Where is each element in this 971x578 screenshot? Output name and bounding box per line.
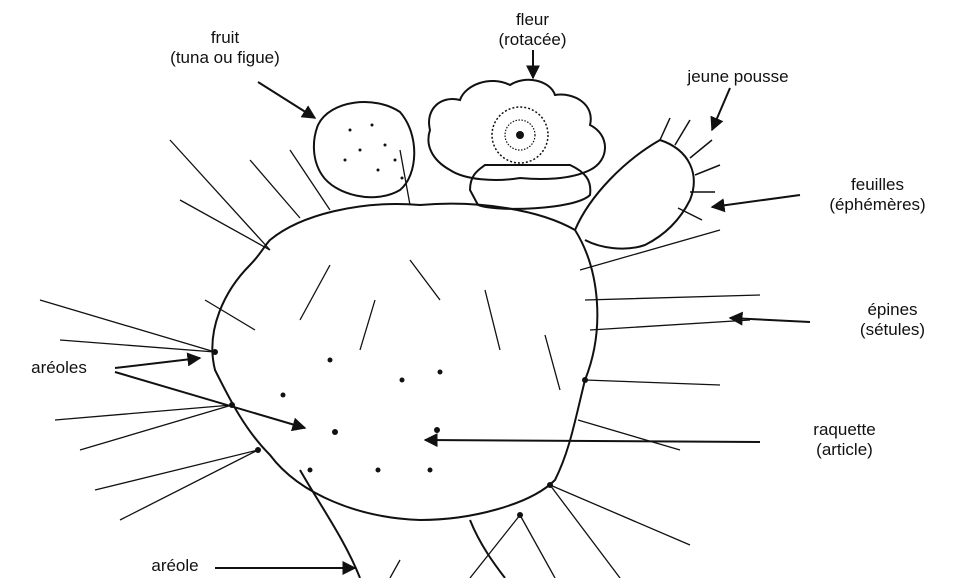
label-areole: aréole	[135, 556, 215, 576]
label-jeune-pousse-line1: jeune pousse	[638, 67, 838, 87]
arrow-areoles-1	[115, 358, 200, 368]
label-raquette: raquette (article)	[762, 420, 927, 460]
young-shoot-shape	[575, 118, 720, 249]
pad-outline	[212, 204, 597, 520]
label-feuilles-line2: (éphémères)	[790, 195, 965, 215]
label-areoles-line1: aréoles	[4, 358, 114, 378]
areole-dots	[212, 349, 588, 518]
label-raquette-line1: raquette	[762, 420, 927, 440]
label-fleur-line1: fleur	[470, 10, 595, 30]
label-feuilles-line1: feuilles	[790, 175, 965, 195]
flower-shape	[428, 80, 605, 209]
arrow-fruit	[258, 82, 315, 118]
label-fleur: fleur (rotacée)	[470, 10, 595, 50]
label-epines-line2: (sétules)	[820, 320, 965, 340]
label-areoles: aréoles	[4, 358, 114, 378]
label-epines-line1: épines	[820, 300, 965, 320]
lower-pad-outline	[300, 470, 505, 578]
label-areole-line1: aréole	[135, 556, 215, 576]
arrow-jeune-pousse	[712, 88, 730, 130]
label-fruit: fruit (tuna ou figue)	[125, 28, 325, 68]
label-fruit-line1: fruit	[125, 28, 325, 48]
arrow-feuilles	[712, 195, 800, 207]
arrow-raquette	[425, 440, 760, 442]
label-feuilles: feuilles (éphémères)	[790, 175, 965, 215]
label-raquette-line2: (article)	[762, 440, 927, 460]
spines	[40, 140, 760, 578]
label-fruit-line2: (tuna ou figue)	[125, 48, 325, 68]
fruit-shape	[314, 102, 414, 197]
label-epines: épines (sétules)	[820, 300, 965, 340]
label-fleur-line2: (rotacée)	[470, 30, 595, 50]
arrow-areoles-2	[115, 372, 305, 428]
label-jeune-pousse: jeune pousse	[638, 67, 838, 87]
